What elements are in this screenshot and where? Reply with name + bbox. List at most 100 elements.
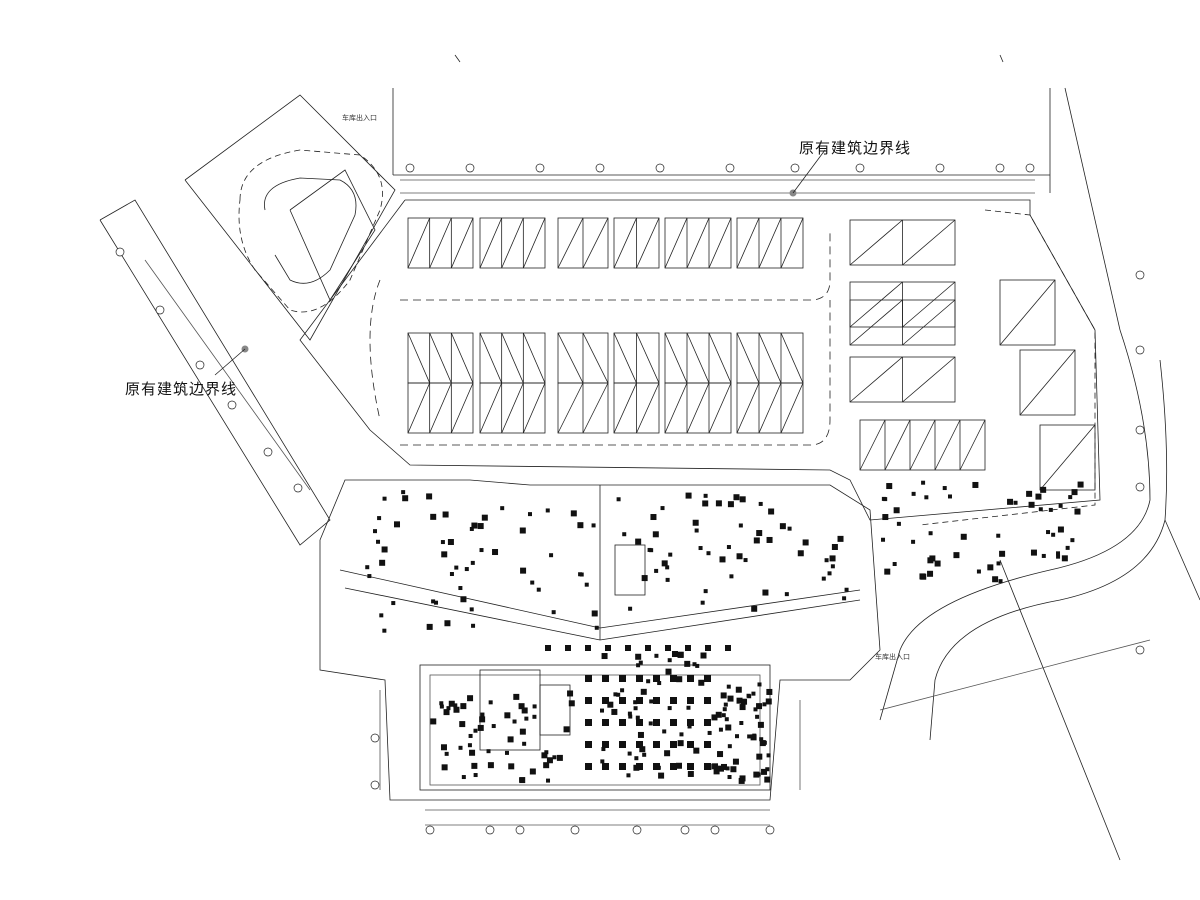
stall-block bbox=[407, 382, 474, 434]
equipment-mark bbox=[741, 698, 748, 705]
entrance-label-bottom: 车库出入口 bbox=[875, 653, 910, 661]
stall-diagonal bbox=[636, 217, 660, 269]
equipment-mark bbox=[453, 703, 458, 708]
equipment-mark bbox=[626, 773, 631, 778]
light-fixture bbox=[687, 763, 694, 770]
equipment-mark bbox=[692, 662, 697, 667]
equipment-mark bbox=[519, 777, 526, 784]
equipment-mark bbox=[702, 500, 709, 507]
equipment-mark bbox=[444, 620, 451, 627]
equipment-mark bbox=[513, 693, 520, 700]
equipment-mark bbox=[665, 668, 672, 675]
equipment-mark bbox=[519, 527, 526, 534]
equipment-mark bbox=[667, 658, 672, 663]
stall-diagonal bbox=[613, 382, 637, 434]
axis-bubble-side bbox=[1135, 425, 1145, 435]
equipment-mark bbox=[477, 523, 484, 530]
equipment-mark bbox=[570, 510, 577, 517]
light-fixture bbox=[619, 675, 626, 682]
light-fixture bbox=[705, 645, 711, 651]
equipment-mark bbox=[715, 500, 722, 507]
stall-diagonal bbox=[407, 332, 431, 384]
site-line bbox=[1064, 87, 1121, 331]
light-fixture bbox=[645, 645, 651, 651]
equipment-mark bbox=[1077, 481, 1084, 488]
equipment-mark bbox=[753, 537, 760, 544]
equipment-mark bbox=[727, 775, 732, 780]
stall-diagonal bbox=[849, 281, 903, 328]
parking-stalls bbox=[407, 217, 1096, 491]
equipment-mark bbox=[882, 514, 889, 521]
equipment-mark bbox=[381, 546, 388, 553]
equipment-mark bbox=[446, 706, 451, 711]
equipment-mark bbox=[751, 605, 758, 612]
equipment-mark bbox=[757, 682, 762, 687]
light-fixture bbox=[636, 675, 643, 682]
equipment-mark bbox=[577, 522, 584, 529]
equipment-mark bbox=[637, 731, 644, 738]
stall-diagonal bbox=[636, 332, 660, 384]
stall-diagonal bbox=[686, 382, 710, 434]
equipment-mark bbox=[377, 516, 382, 521]
equipment-mark bbox=[454, 565, 459, 570]
equipment-mark bbox=[488, 700, 493, 705]
stall-diagonal bbox=[1019, 349, 1076, 416]
equipment-mark bbox=[600, 708, 605, 713]
equipment-mark bbox=[1041, 553, 1046, 558]
equipment-mark bbox=[972, 481, 979, 488]
equipment-mark bbox=[469, 607, 474, 612]
axis-bubble-top bbox=[405, 163, 415, 173]
light-fixture bbox=[602, 697, 609, 704]
equipment-mark bbox=[762, 589, 769, 596]
equipment-mark bbox=[639, 746, 646, 753]
axis-bubble-side bbox=[370, 733, 380, 743]
equipment-mark bbox=[762, 702, 767, 707]
equipment-mark bbox=[549, 553, 554, 558]
axis-bubble-bottom bbox=[485, 825, 495, 835]
axis-bubble-top bbox=[725, 163, 735, 173]
equipment-mark bbox=[367, 574, 372, 579]
equipment-mark bbox=[881, 496, 886, 501]
equipment-mark bbox=[787, 526, 792, 531]
light-fixture bbox=[704, 675, 711, 682]
stall-diagonal bbox=[501, 332, 524, 384]
stall-diagonal bbox=[450, 217, 474, 269]
left-boundary-strip bbox=[99, 199, 331, 546]
equipment-mark bbox=[893, 507, 900, 514]
light-fixture bbox=[704, 719, 711, 726]
equipment-mark bbox=[458, 586, 463, 591]
equipment-mark bbox=[519, 728, 526, 735]
equipment-mark bbox=[802, 539, 809, 546]
light-fixture bbox=[585, 763, 592, 770]
equipment-mark bbox=[927, 570, 934, 577]
equipment-mark bbox=[1026, 490, 1033, 497]
stall-block bbox=[999, 279, 1056, 346]
equipment-mark bbox=[479, 548, 484, 553]
equipment-mark bbox=[730, 766, 737, 773]
light-fixture bbox=[704, 697, 711, 704]
equipment-mark bbox=[735, 734, 740, 739]
equipment-mark bbox=[620, 688, 625, 693]
lower-hall bbox=[419, 664, 771, 791]
equipment-mark bbox=[1048, 507, 1053, 512]
equipment-mark bbox=[443, 709, 450, 716]
equipment-mark bbox=[732, 758, 739, 765]
equipment-mark bbox=[527, 512, 532, 517]
equipment-mark bbox=[616, 497, 621, 502]
equipment-mark bbox=[723, 702, 728, 707]
equipment-mark bbox=[924, 495, 929, 500]
equipment-mark bbox=[649, 699, 654, 704]
equipment-mark bbox=[768, 508, 775, 515]
equipment-mark bbox=[947, 494, 952, 499]
equipment-mark bbox=[439, 701, 444, 706]
equipment-mark bbox=[727, 501, 734, 508]
equipment-mark bbox=[671, 651, 678, 658]
equipment-mark bbox=[1013, 500, 1018, 505]
stall-diagonal bbox=[479, 217, 503, 269]
equipment-mark bbox=[441, 764, 448, 771]
equipment-mark bbox=[996, 533, 1001, 538]
leader-line-top bbox=[792, 149, 826, 194]
stall-diagonal bbox=[1039, 424, 1096, 491]
equipment-mark bbox=[447, 539, 454, 546]
stall-block bbox=[664, 382, 732, 434]
